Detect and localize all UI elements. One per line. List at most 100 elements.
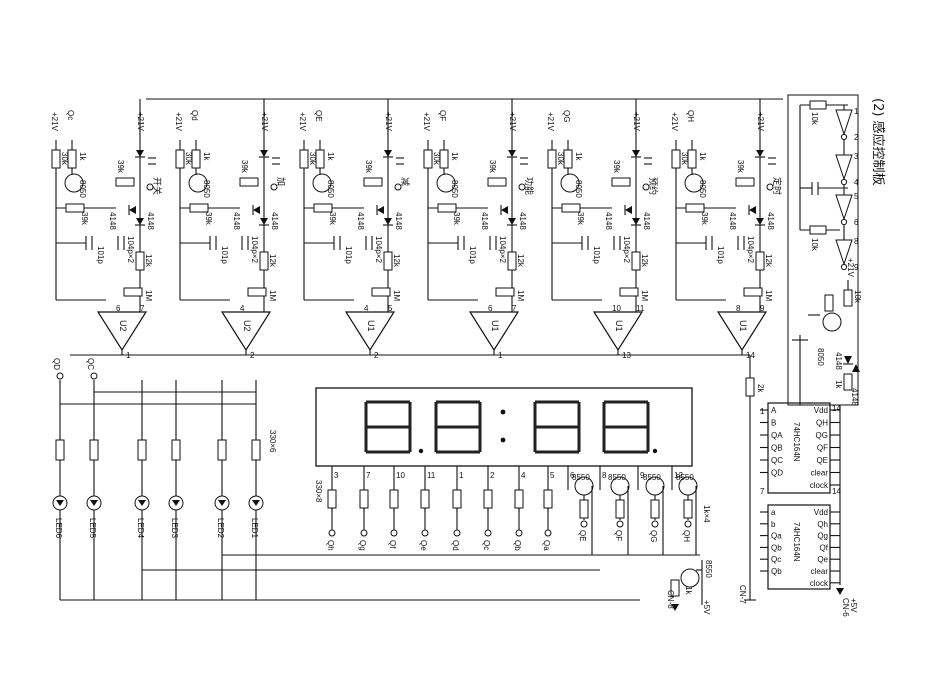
display-pin-number: 8 — [602, 471, 607, 480]
diode — [384, 218, 392, 225]
diode — [136, 150, 144, 157]
pin-label: 4 — [240, 304, 245, 313]
diode — [508, 218, 516, 225]
diode — [136, 218, 144, 225]
resistor-39k — [65, 203, 85, 213]
led-label: LED6 — [54, 518, 63, 539]
resistor-30k — [51, 149, 61, 169]
sr-pin-label: QH — [816, 419, 828, 428]
led-6: LED6 — [52, 380, 68, 600]
diode-label: 4148 — [356, 212, 365, 230]
diode-label: 4148 — [480, 212, 489, 230]
sr-pin-label: clear — [811, 469, 829, 478]
svg-text:4148: 4148 — [850, 388, 859, 406]
diode-label: 4148 — [394, 212, 403, 230]
resistor-label: 30k — [308, 152, 317, 166]
resistor-label: 1k — [574, 152, 583, 161]
svg-text:7: 7 — [760, 487, 765, 496]
resistor-1k — [439, 149, 449, 169]
svg-text:330×6: 330×6 — [268, 430, 277, 453]
supply-label: +21V — [422, 112, 431, 132]
diode — [749, 206, 756, 214]
led-5: LED5 — [86, 380, 102, 600]
sr-pin-label: Qg — [817, 532, 828, 541]
resistor-1k — [650, 499, 660, 519]
transistor-8050 — [436, 173, 456, 193]
op-amp-label: U2 — [242, 320, 252, 332]
supply-label: +21V — [136, 112, 145, 132]
op-amp-label: U2 — [118, 320, 128, 332]
svg-text:5: 5 — [854, 192, 859, 201]
svg-text:CN-6: CN-6 — [841, 598, 850, 617]
resistor-39k-upper — [735, 177, 755, 187]
svg-text:CN-7: CN-7 — [738, 585, 747, 604]
supply-label: +21V — [298, 112, 307, 132]
resistor-label: 30k — [556, 152, 565, 166]
touch-pad-terminal[interactable] — [270, 183, 278, 191]
sr-pin-label: QF — [817, 444, 828, 453]
svg-text:1: 1 — [760, 407, 765, 416]
transistor-label: 8050 — [450, 180, 459, 198]
resistor-330 — [483, 489, 493, 509]
svg-text:4: 4 — [854, 178, 859, 187]
touch-pad-terminal[interactable] — [394, 183, 402, 191]
inverter — [835, 194, 853, 221]
diode-label: 4148 — [232, 212, 241, 230]
diode-label: 4148 — [108, 212, 117, 230]
display-pin-number: 11 — [427, 471, 436, 480]
pin-label: 2 — [374, 351, 379, 360]
display-pin-number: 12 — [674, 471, 683, 480]
svg-text:1k×4: 1k×4 — [702, 505, 711, 523]
resistor-label: 39k — [240, 160, 249, 174]
resistor-330 — [89, 439, 99, 461]
resistor-label: 30k — [432, 152, 441, 166]
sr-pin-label: QA — [771, 431, 783, 440]
sr-pin-label: Qf — [820, 543, 829, 552]
channel-input-label: Qc — [66, 110, 75, 120]
sr-pin-label: A — [771, 406, 777, 415]
resistor-330 — [389, 489, 399, 509]
resistor-label: 39k — [328, 212, 337, 226]
led-label: LED2 — [216, 518, 225, 539]
sr-pin-label: a — [771, 508, 776, 517]
svg-text:14: 14 — [832, 487, 841, 496]
capacitor-label: 101p — [716, 246, 725, 264]
display-pin-number: 5 — [550, 471, 555, 480]
svg-text:8: 8 — [854, 237, 859, 246]
diode-label: 4148 — [518, 212, 527, 230]
svg-text:8550: 8550 — [704, 560, 713, 578]
transistor-8050 — [312, 173, 332, 193]
segment-output-label: Qe — [419, 540, 428, 551]
svg-text:8550: 8550 — [572, 473, 590, 482]
diode-label: 4148 — [728, 212, 737, 230]
diode-label: 4148 — [642, 212, 651, 230]
touch-pad-terminal[interactable] — [146, 183, 154, 191]
capacitor-label: 104p×2 — [498, 236, 507, 263]
pin-label: 5 — [388, 304, 393, 313]
sr-pin-label: QE — [816, 456, 828, 465]
touch-pad-terminal[interactable] — [766, 183, 774, 191]
capacitor-label: 101p — [96, 246, 105, 264]
resistor-label: 1M — [392, 290, 401, 301]
pin-label: 9 — [760, 304, 765, 313]
svg-text:+5V: +5V — [702, 600, 711, 615]
resistor-330 — [327, 489, 337, 509]
sr-pin-label: QG — [816, 431, 828, 440]
sr-pin-label: QB — [771, 444, 783, 453]
touch-pad-terminal[interactable] — [518, 183, 526, 191]
diode — [501, 206, 508, 214]
resistor-1k — [615, 499, 625, 519]
op-amp-label: U1 — [614, 320, 624, 332]
digit-output-label: QF — [614, 530, 623, 541]
touch-pad-terminal[interactable] — [642, 183, 650, 191]
sr-pin-label: clock — [810, 579, 829, 588]
svg-text:CN-8: CN-8 — [666, 590, 675, 609]
sr-pin-label: B — [771, 419, 776, 428]
led-input-label: QD — [52, 358, 61, 370]
